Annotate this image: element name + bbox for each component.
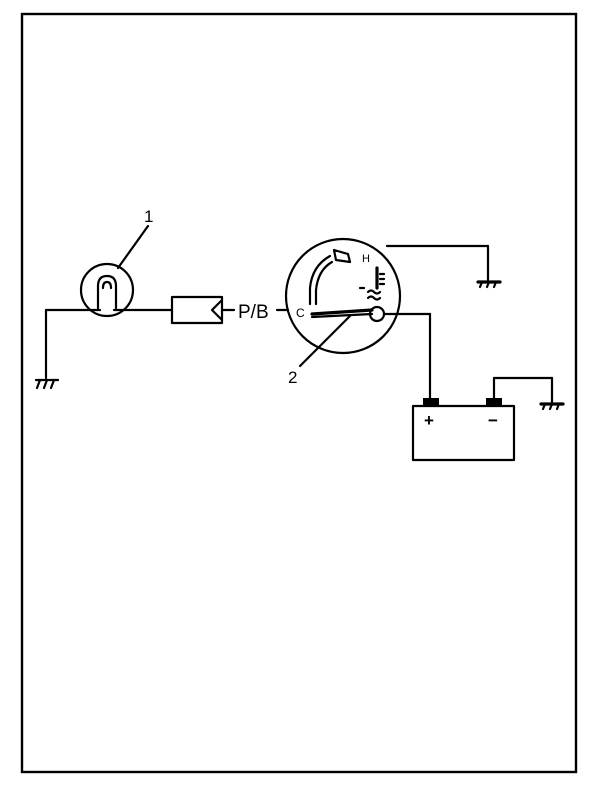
connector-icon (170, 295, 224, 325)
temperature-gauge-icon (284, 237, 402, 355)
callout-1-leader (116, 224, 150, 270)
gauge-cold-label: C (296, 306, 305, 320)
battery-positive-terminal (423, 398, 439, 407)
battery-ground-wire (492, 376, 554, 404)
gauge-hot-label: H (362, 253, 370, 265)
wire-gauge-battery (382, 312, 432, 400)
battery-ground-icon (539, 402, 565, 411)
battery-positive-label: + (424, 411, 434, 430)
battery-negative-label: − (488, 411, 498, 430)
callout-1-label: 1 (144, 207, 153, 226)
battery-negative-terminal (486, 398, 502, 407)
left-ground-icon (34, 308, 60, 390)
diagram-frame (20, 12, 578, 774)
lamp-bulb-icon (79, 262, 135, 318)
gauge-ground-icon (476, 280, 502, 289)
callout-2-label: 2 (288, 368, 297, 387)
battery-icon (411, 398, 516, 462)
wire-color-label: P/B (238, 302, 269, 323)
gauge-needle (310, 308, 374, 316)
thermometer-icon (358, 266, 386, 301)
callout-2-leader (298, 314, 352, 368)
gauge-ground-wire (385, 244, 490, 282)
